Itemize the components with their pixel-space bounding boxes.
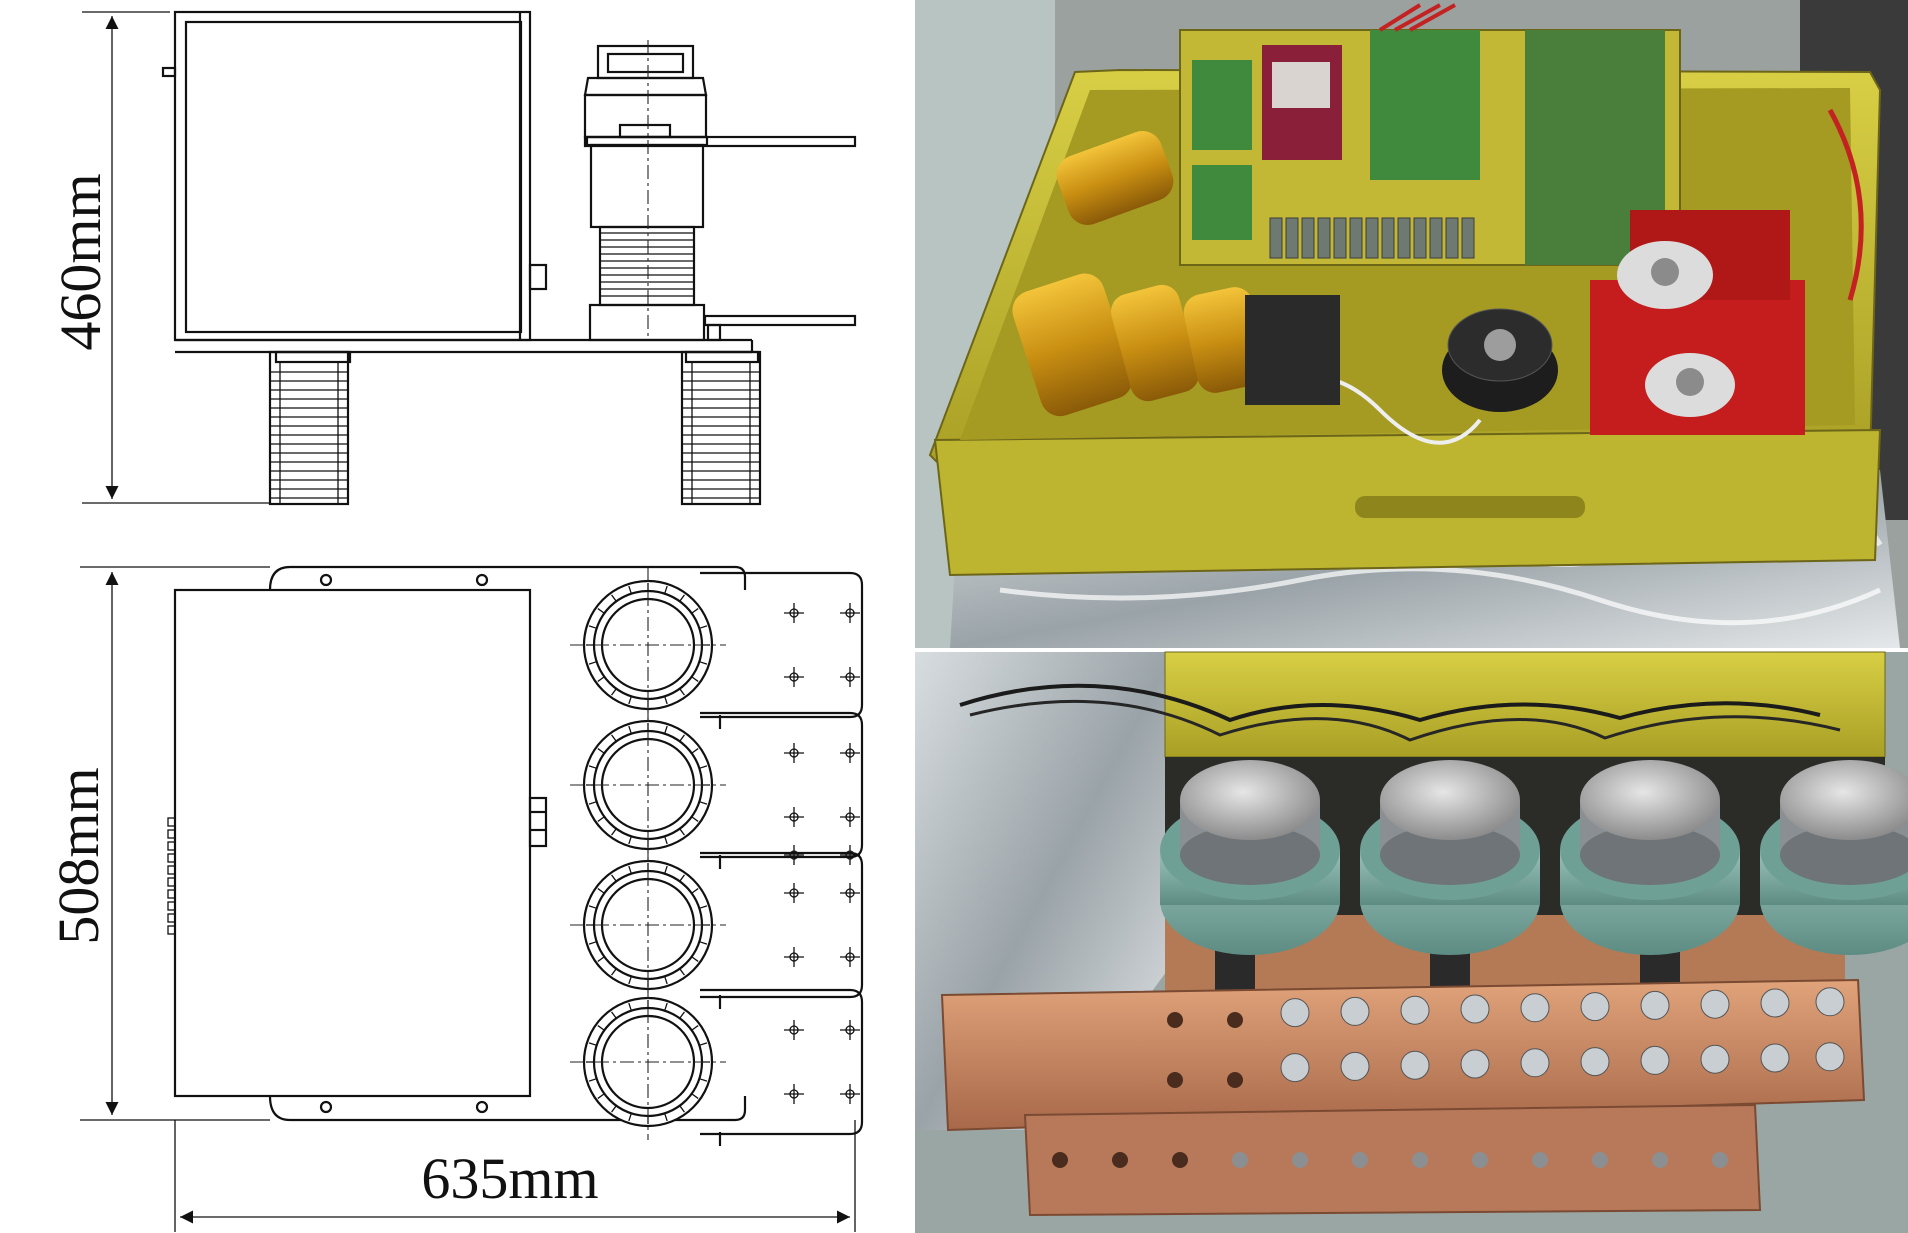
rectifier-stack-photo (915, 651, 1908, 1233)
depth-dimension-label: 508mm (46, 767, 111, 944)
left-foot-stack (268, 350, 350, 506)
top-view: 508mm 635mm (46, 565, 864, 1232)
height-dimension-label: 460mm (48, 173, 113, 350)
side-view: 460mm (48, 10, 857, 506)
right-foot-stack (680, 350, 762, 506)
enclosure-interior-photo (915, 0, 1908, 648)
thyristor-column (583, 40, 857, 342)
width-dimension-label: 635mm (421, 1146, 598, 1211)
